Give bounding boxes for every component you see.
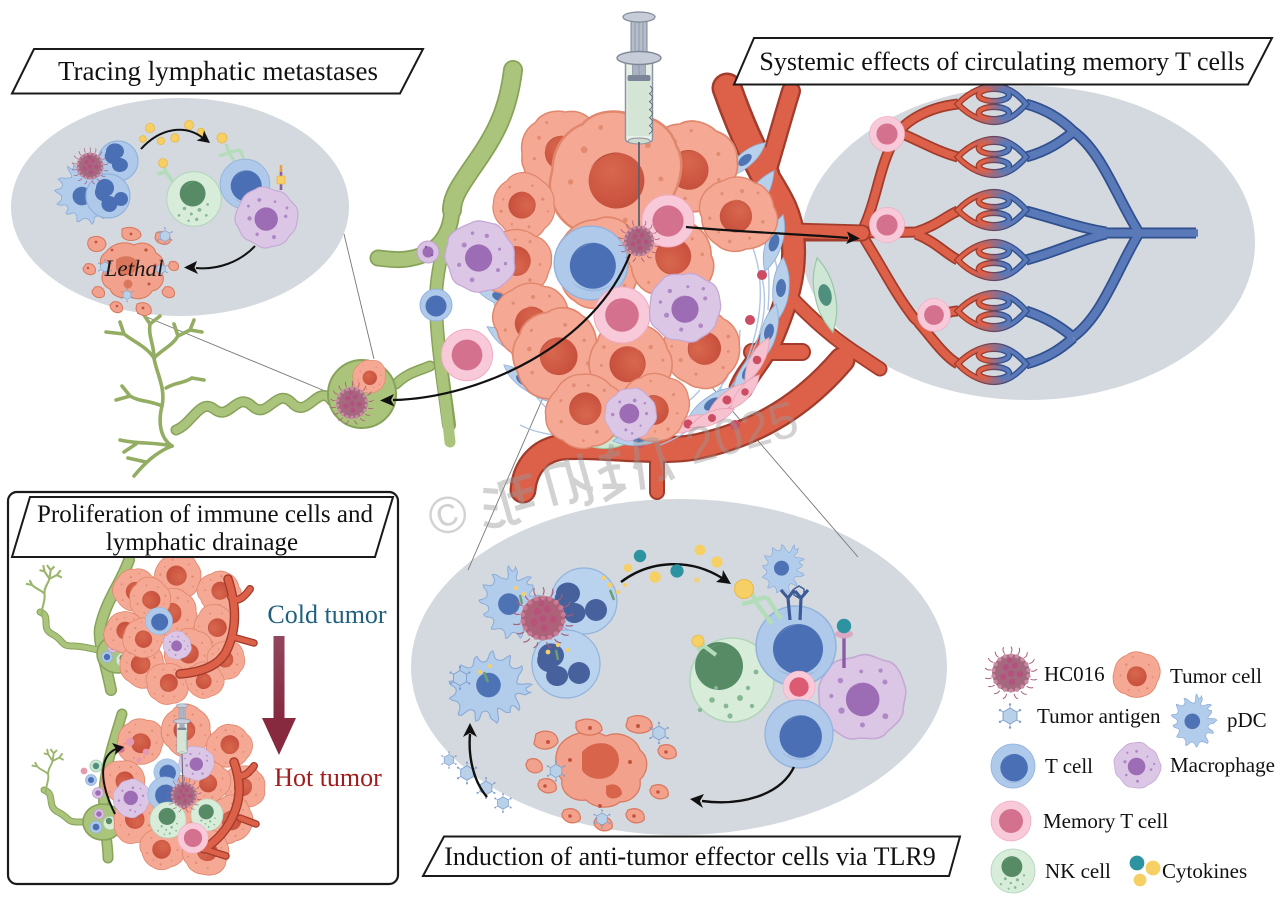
svg-text:HC016: HC016 xyxy=(1044,662,1105,686)
svg-text:pDC: pDC xyxy=(1227,708,1267,732)
svg-text:©: © xyxy=(422,483,474,549)
svg-text:lymphatic drainage: lymphatic drainage xyxy=(106,529,298,556)
svg-text:Induction of anti-tumor effect: Induction of anti-tumor effector cells v… xyxy=(444,842,935,871)
svg-text:Cytokines: Cytokines xyxy=(1162,859,1247,883)
svg-text:Macrophage: Macrophage xyxy=(1170,753,1275,777)
svg-text:2025: 2025 xyxy=(680,390,805,475)
svg-text:Hot tumor: Hot tumor xyxy=(274,763,382,792)
svg-text:Lethal: Lethal xyxy=(104,256,164,281)
svg-text:Proliferation of immune cells: Proliferation of immune cells and xyxy=(37,501,374,528)
svg-text:Cold tumor: Cold tumor xyxy=(267,600,387,629)
svg-text:Memory T cell: Memory T cell xyxy=(1043,809,1168,833)
svg-text:Systemic effects of circulatin: Systemic effects of circulating memory T… xyxy=(759,47,1244,76)
svg-text:Tumor antigen: Tumor antigen xyxy=(1037,704,1161,728)
svg-text:Tracing lymphatic metastases: Tracing lymphatic metastases xyxy=(58,56,378,86)
svg-text:NK cell: NK cell xyxy=(1045,859,1111,883)
svg-text:T cell: T cell xyxy=(1045,754,1093,778)
svg-text:Tumor cell: Tumor cell xyxy=(1170,664,1262,688)
